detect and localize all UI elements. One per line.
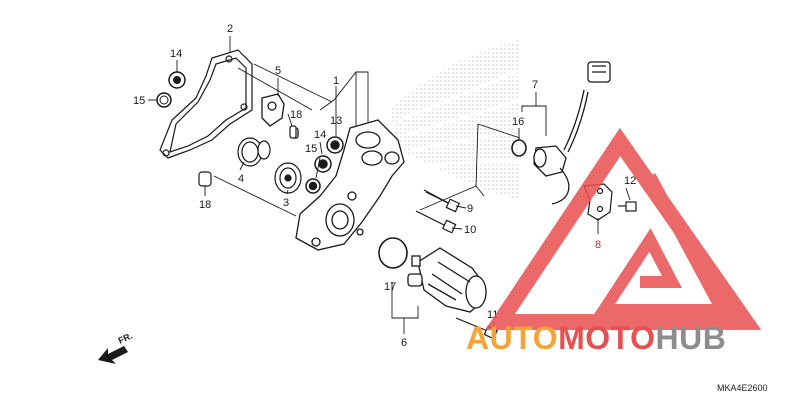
front-direction-arrow [98, 346, 128, 364]
callout-13: 13 [330, 115, 342, 127]
watermark-part-hub: HUB [655, 320, 727, 356]
callout-18-bottom: 18 [199, 199, 211, 211]
angle-sensor [533, 61, 611, 205]
callout-18-top: 18 [290, 109, 302, 121]
watermark-text: AUTOMOTOHUB [466, 320, 726, 357]
callout-9: 9 [467, 203, 473, 215]
callout-14-left: 14 [170, 48, 182, 60]
callout-4: 4 [238, 173, 244, 185]
callout-17: 17 [384, 281, 396, 293]
callout-2: 2 [227, 23, 233, 35]
dowel-pin [289, 125, 297, 139]
bolt-10 [415, 210, 457, 234]
gear-assembly [198, 137, 302, 194]
watermark-part-moto: MOTO [558, 320, 656, 356]
front-direction-label: FR. [117, 331, 134, 346]
wing-logo-background [390, 40, 521, 200]
callout-8: 8 [595, 239, 601, 251]
callout-16: 16 [512, 116, 524, 128]
shift-housing [295, 119, 405, 251]
callout-15-left: 15 [133, 95, 145, 107]
gasket [159, 49, 253, 159]
callout-15-center: 15 [305, 143, 317, 155]
o-ring-17 [378, 237, 408, 269]
oil-seal-left [168, 71, 186, 89]
callout-14-center: 14 [314, 129, 326, 141]
callout-1: 1 [333, 75, 339, 87]
callout-6: 6 [401, 337, 407, 349]
sensor-bracket [583, 183, 613, 221]
callout-3: 3 [283, 197, 289, 209]
leader-lines [148, 36, 631, 334]
o-ring-left [156, 92, 172, 108]
callout-7: 7 [532, 79, 538, 91]
watermark-part-auto: AUTO [466, 320, 559, 356]
callout-12: 12 [624, 175, 636, 187]
callout-10: 10 [464, 224, 476, 236]
bolt-12 [618, 201, 637, 212]
callout-11: 11 [487, 309, 498, 321]
watermark-triangle-logo [485, 127, 762, 330]
seals-center [305, 136, 344, 194]
bolt-9 [423, 189, 461, 213]
callout-5: 5 [275, 65, 281, 77]
drawing-code: MKA4E2600 [717, 383, 768, 393]
shift-motor [407, 247, 487, 313]
